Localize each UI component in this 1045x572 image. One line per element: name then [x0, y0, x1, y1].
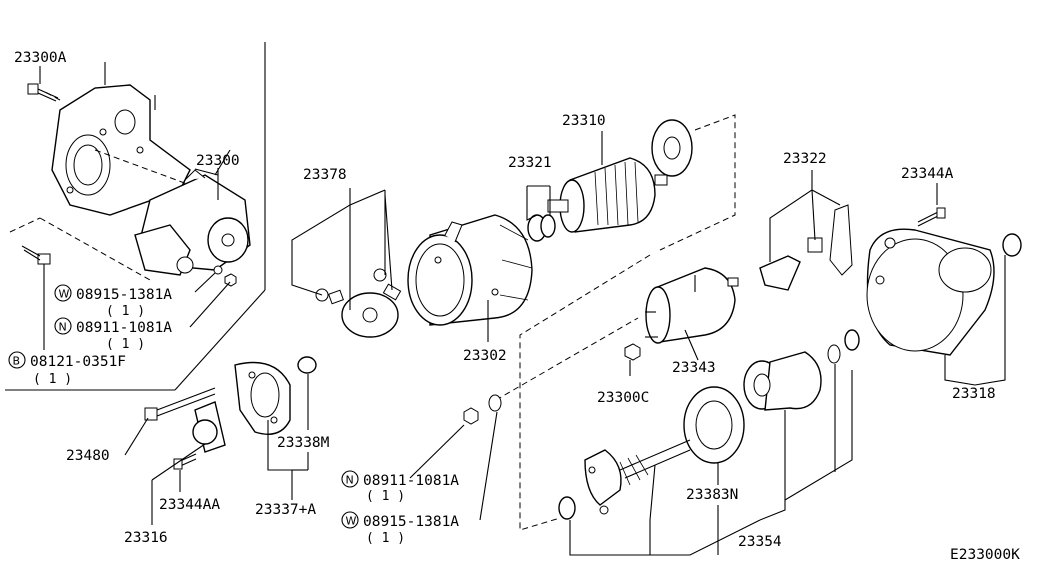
starter-assembly-illustration — [134, 149, 251, 276]
label-23316: 23316 — [124, 530, 168, 546]
bush-23338M-illustration — [297, 356, 317, 374]
bush-illustration — [1002, 233, 1022, 257]
washer-nut-lower-illustration — [463, 394, 502, 425]
bracket-23316-illustration — [192, 401, 226, 453]
diagram-code: E233000K — [950, 547, 1020, 563]
leader-lines — [39, 66, 1006, 556]
fastener-qty: ( 1 ) — [366, 489, 405, 504]
label-23300: 23300 — [196, 153, 240, 169]
label-23318: 23318 — [952, 386, 996, 402]
fastener-code: 08911-1081A — [76, 320, 172, 336]
fastener-qty: ( 1 ) — [106, 337, 145, 352]
fastener-N-inset: N 08911-1081A ( 1 ) — [54, 317, 172, 352]
fastener-B-inset: B 08121-0351F ( 1 ) — [8, 351, 126, 387]
fastener-qty: ( 1 ) — [33, 372, 72, 387]
nut-23300C-illustration — [624, 343, 641, 361]
label-23343: 23343 — [672, 360, 716, 376]
label-23378: 23378 — [303, 167, 347, 183]
fastener-N-lower: N 08911-1081A ( 1 ) — [341, 470, 459, 504]
fastener-prefix: N — [346, 474, 354, 487]
fastener-code: 08911-1081A — [363, 473, 459, 489]
fastener-W-inset: W 08915-1381A ( 1 ) — [54, 284, 172, 319]
label-23302: 23302 — [463, 348, 507, 364]
bolt-23300A-illustration — [27, 83, 59, 102]
solenoid-illustration — [645, 267, 739, 344]
fastener-prefix: B — [13, 355, 21, 368]
engine-block-illustration — [9, 62, 191, 281]
bolt-08121-illustration — [21, 245, 51, 265]
pinion-shaft-illustration — [584, 439, 691, 515]
fastener-code: 08915-1381A — [76, 287, 172, 303]
fastener-qty: ( 1 ) — [366, 531, 405, 546]
fastener-prefix: W — [346, 515, 357, 528]
label-23300A: 23300A — [14, 50, 67, 66]
label-23321: 23321 — [508, 155, 552, 171]
fastener-code: 08915-1381A — [363, 514, 459, 530]
label-23338M: 23338M — [277, 435, 330, 451]
label-23337A: 23337+A — [255, 502, 316, 518]
label-23354: 23354 — [738, 534, 782, 550]
label-23383N: 23383N — [686, 487, 738, 503]
bolt-23344A-illustration — [917, 207, 946, 227]
label-23480: 23480 — [66, 448, 110, 464]
armature-washers-illustration — [527, 214, 556, 242]
retainer-ring-illustration — [827, 329, 860, 364]
bolt-23344AA-illustration — [173, 453, 197, 470]
long-bolt-23480-illustration — [144, 387, 216, 421]
fastener-prefix: W — [59, 288, 70, 301]
label-23322: 23322 — [783, 151, 827, 167]
fastener-W-lower: W 08915-1381A ( 1 ) — [341, 511, 459, 546]
small-gear-illustration — [558, 496, 576, 520]
pinion-gear-illustration — [683, 386, 745, 464]
washer-nut-inset-illustration — [213, 265, 237, 287]
armature-illustration — [547, 157, 668, 233]
part-labels: 23300A 23300 23378 23310 23321 23322 233… — [14, 50, 1020, 563]
end-plate-illustration — [651, 119, 693, 177]
brush-springs-illustration — [759, 204, 853, 291]
label-23300C: 23300C — [597, 390, 649, 406]
fastener-prefix: N — [59, 321, 67, 334]
fastener-qty: ( 1 ) — [106, 304, 145, 319]
brush-holder-illustration — [315, 268, 402, 338]
label-23344AA: 23344AA — [159, 497, 220, 513]
yoke-illustration — [407, 214, 533, 326]
rear-housing-illustration — [866, 228, 995, 356]
inset-frame — [5, 42, 266, 391]
fastener-code: 08121-0351F — [30, 354, 126, 370]
label-23310: 23310 — [562, 113, 606, 129]
front-plate-illustration — [234, 361, 291, 435]
label-23344A: 23344A — [901, 166, 954, 182]
clutch-illustration — [743, 351, 822, 411]
